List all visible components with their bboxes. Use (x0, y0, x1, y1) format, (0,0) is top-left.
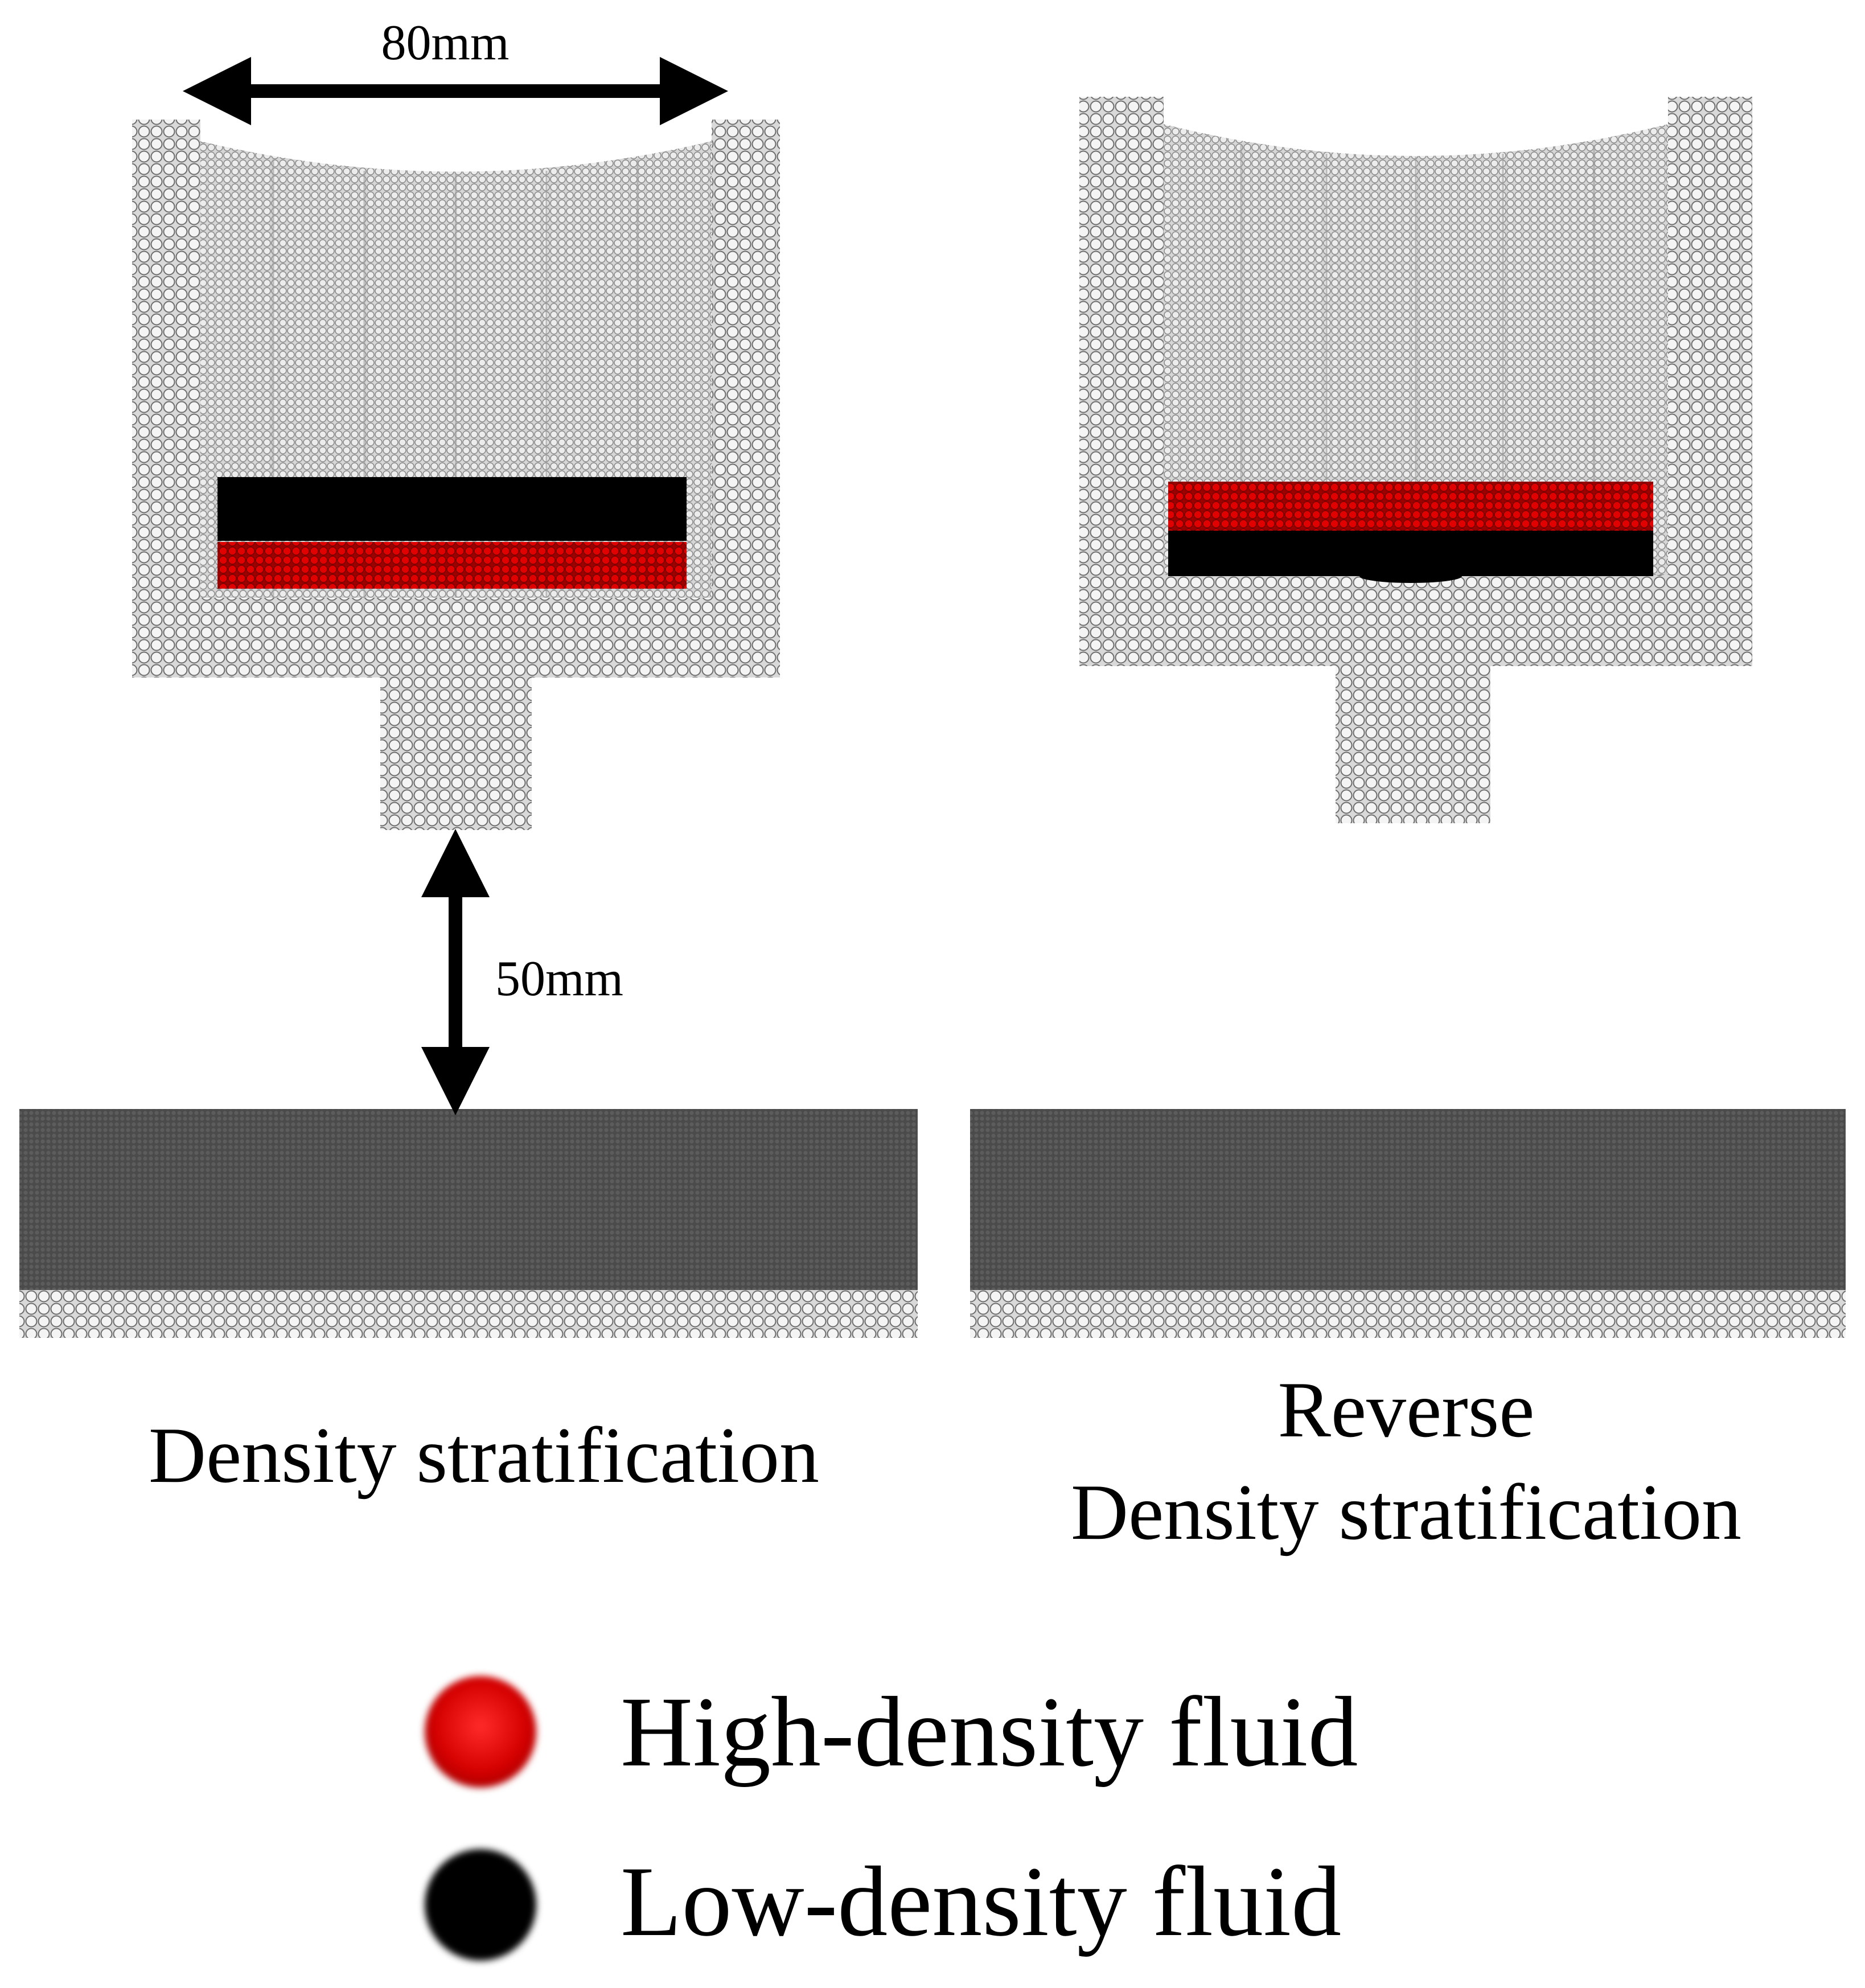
left-vessel (132, 120, 780, 830)
right-substrate (970, 1109, 1846, 1338)
right-panel-caption-line1: Reverse (1277, 1366, 1535, 1454)
right-vessel-left-wall (1079, 97, 1164, 666)
width-dimension: 80mm (183, 15, 728, 125)
right-vessel-nozzle (1336, 655, 1490, 823)
left-vessel-nozzle (380, 666, 532, 830)
right-vessel-bottom (1079, 575, 1752, 666)
left-substrate (19, 1109, 918, 1338)
left-vessel-bottom (132, 598, 780, 677)
left-low-density-layer (217, 477, 687, 541)
left-high-density-layer (217, 542, 687, 589)
right-vessel-right-wall (1668, 97, 1752, 666)
legend-low-density-label: Low-density fluid (621, 1846, 1342, 1957)
right-vessel (1079, 97, 1752, 823)
right-low-density-layer (1168, 531, 1653, 576)
gap-label: 50mm (495, 951, 623, 1007)
left-vessel-left-wall (132, 120, 200, 677)
legend-high-density-swatch (425, 1676, 536, 1788)
right-high-density-layer (1168, 482, 1653, 531)
gap-dimension: 50mm (421, 829, 623, 1115)
left-panel-caption: Density stratification (148, 1411, 820, 1500)
right-panel-caption-line2: Density stratification (1070, 1468, 1742, 1556)
left-vessel-right-wall (712, 120, 780, 677)
legend-high-density-label: High-density fluid (621, 1677, 1358, 1788)
width-label: 80mm (381, 15, 510, 71)
legend-low-density-swatch (425, 1849, 536, 1961)
